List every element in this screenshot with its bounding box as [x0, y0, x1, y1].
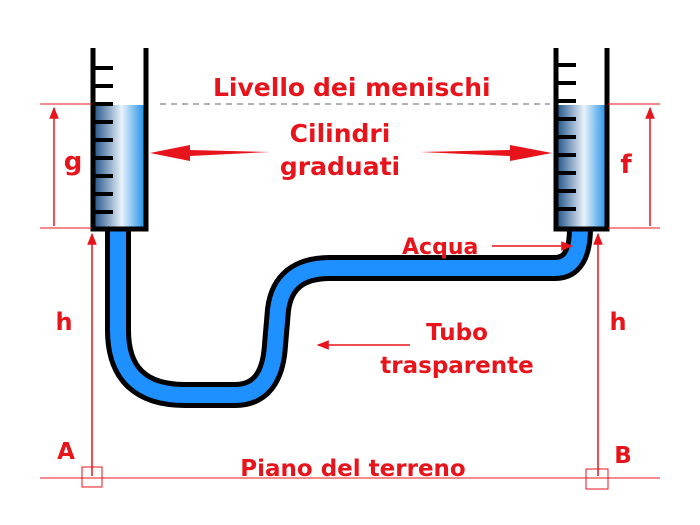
- transparent-tube: [105, 227, 593, 408]
- tube-label-2: trasparente: [380, 353, 533, 379]
- point-b-label: B: [614, 443, 632, 469]
- ground-label: Piano del terreno: [240, 456, 465, 482]
- f-label: f: [620, 150, 632, 180]
- water-label: Acqua: [402, 235, 478, 260]
- point-b-marker: [585, 468, 609, 490]
- cylinders-label-2: graduati: [280, 152, 400, 181]
- right-graduated-cylinder: [553, 48, 610, 232]
- arrow-to-left-cylinder: [150, 145, 270, 161]
- point-a-label: A: [57, 439, 75, 465]
- h-left-label: h: [55, 308, 72, 336]
- cylinders-label-1: Cilindri: [290, 119, 391, 148]
- h-right-label: h: [609, 308, 626, 336]
- meniscus-label-2: dei menischi: [313, 73, 491, 102]
- meniscus-label-1: Livello: [213, 73, 305, 102]
- g-label: g: [64, 147, 83, 177]
- arrow-to-right-cylinder: [420, 145, 552, 161]
- left-graduated-cylinder: [90, 48, 149, 232]
- tube-label-1: Tubo: [426, 320, 488, 346]
